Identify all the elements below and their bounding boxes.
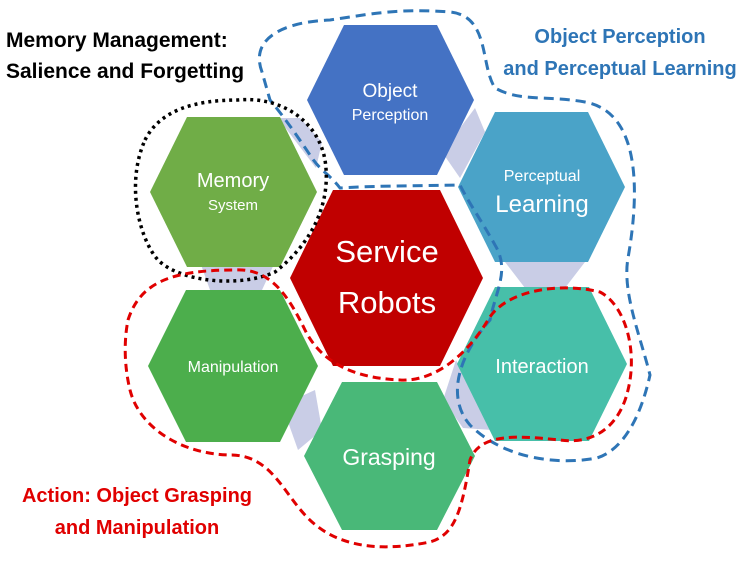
memory-region-outline bbox=[133, 97, 328, 283]
hex-label-line: Perception bbox=[352, 107, 429, 124]
connector-grasping-interaction bbox=[443, 360, 492, 430]
hex-label-line: Manipulation bbox=[188, 359, 279, 376]
svg-text:Learning: Learning bbox=[495, 191, 588, 218]
svg-text:and Manipulation: and Manipulation bbox=[55, 517, 219, 539]
hex-label-line: Grasping bbox=[342, 444, 435, 470]
caption-line: Action: Object Grasping bbox=[22, 485, 252, 507]
svg-text:Salience and Forgetting: Salience and Forgetting bbox=[6, 60, 244, 83]
hex-label-line: Perceptual bbox=[504, 168, 581, 185]
hexagon-object-perception: Object Perception bbox=[307, 25, 474, 175]
hexagon-shape bbox=[148, 290, 318, 442]
svg-text:Interaction: Interaction bbox=[495, 356, 588, 378]
hexagon-perceptual-learning: Perceptual Learning bbox=[458, 112, 625, 262]
perception-region-outline bbox=[257, 9, 652, 463]
hex-label-line: Object bbox=[363, 81, 419, 102]
svg-text:Grasping: Grasping bbox=[342, 444, 435, 470]
caption-line: and Manipulation bbox=[55, 517, 219, 539]
memory-caption: Memory Management: Salience and Forgetti… bbox=[6, 29, 244, 83]
svg-text:Perception: Perception bbox=[352, 107, 429, 124]
caption-line: Memory Management: bbox=[6, 29, 228, 52]
hexagon-memory-system: Memory System bbox=[150, 117, 317, 267]
svg-text:System: System bbox=[208, 197, 258, 214]
svg-text:Action: Object Grasping: Action: Object Grasping bbox=[22, 485, 252, 507]
hex-label-line: Service bbox=[335, 234, 438, 269]
hexagon-service-robots: Service Robots bbox=[290, 190, 483, 366]
hex-label-line: System bbox=[208, 197, 258, 214]
connector-object-learning bbox=[442, 108, 485, 178]
svg-text:Object: Object bbox=[363, 81, 419, 102]
caption-line: and Perceptual Learning bbox=[503, 58, 736, 80]
svg-text:Perceptual: Perceptual bbox=[504, 168, 581, 185]
connector-learning-interaction bbox=[505, 262, 585, 288]
hexagon-grasping: Grasping bbox=[304, 382, 475, 530]
hexagon-shape bbox=[290, 190, 483, 366]
svg-text:Memory Management:: Memory Management: bbox=[6, 29, 228, 52]
svg-text:Manipulation: Manipulation bbox=[188, 359, 279, 376]
caption-line: Salience and Forgetting bbox=[6, 60, 244, 83]
hexagon-shape bbox=[457, 287, 627, 441]
hexagon-interaction: Interaction bbox=[457, 287, 627, 441]
hexagon-shape bbox=[150, 117, 317, 267]
hex-label-line: Interaction bbox=[495, 356, 588, 378]
svg-text:Robots: Robots bbox=[338, 285, 436, 320]
action-region-outline bbox=[123, 268, 633, 549]
svg-text:Memory: Memory bbox=[197, 170, 269, 192]
svg-text:Service: Service bbox=[335, 234, 438, 269]
hexagon-manipulation: Manipulation bbox=[148, 290, 318, 442]
caption-line: Object Perception bbox=[534, 26, 705, 48]
action-caption: Action: Object Grasping and Manipulation bbox=[22, 485, 252, 539]
hexagon-shape bbox=[458, 112, 625, 262]
svg-text:Object Perception: Object Perception bbox=[534, 26, 705, 48]
hex-label-line: Robots bbox=[338, 285, 436, 320]
hex-label-line: Learning bbox=[495, 191, 588, 218]
svg-text:and Perceptual Learning: and Perceptual Learning bbox=[503, 58, 736, 80]
hexagon-shape bbox=[304, 382, 475, 530]
hex-label-line: Memory bbox=[197, 170, 269, 192]
hexagon-shape bbox=[307, 25, 474, 175]
perception-caption: Object Perception and Perceptual Learnin… bbox=[503, 26, 736, 80]
